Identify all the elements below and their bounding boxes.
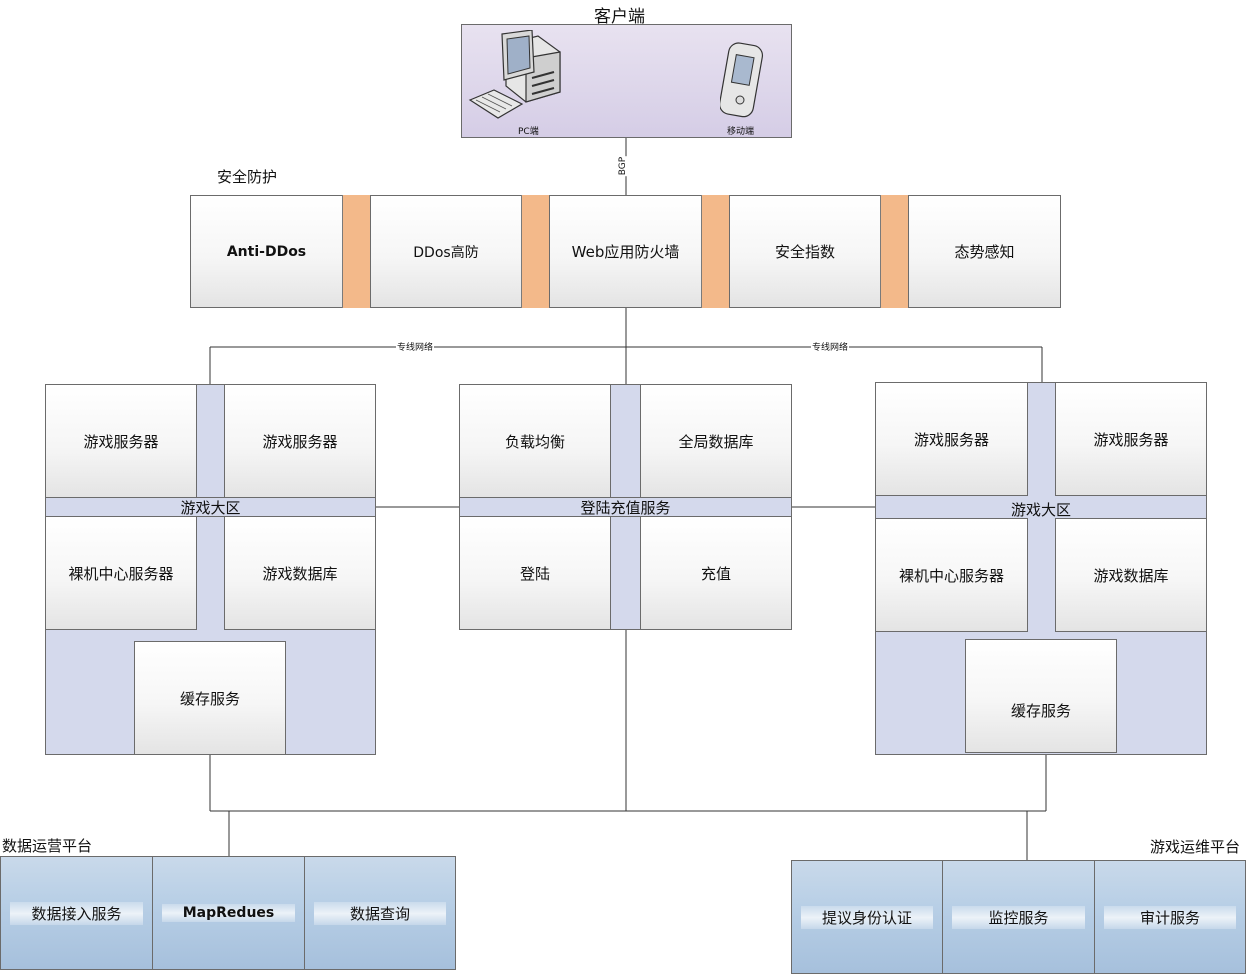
right-game-server-1: 游戏服务器 [875,382,1028,496]
identity-auth-service-label: 提议身份认证 [801,905,933,929]
data-ingest-service-label: 数据接入服务 [10,901,143,925]
security-separator [521,195,550,308]
security-waf: Web应用防火墙 [549,195,702,308]
client-title: 客户端 [594,7,645,27]
mapreduce-service: MapRedues [152,856,305,970]
mobile-phone-icon [720,42,764,118]
pc-label: PC端 [518,127,539,137]
login-service: 登陆 [459,516,611,630]
left-zone-title: 游戏大区 [45,497,376,517]
right-game-server-2: 游戏服务器 [1055,382,1207,496]
recharge-service: 充值 [640,516,792,630]
left-bare-metal-server: 裸机中心服务器 [45,516,197,630]
right-bare-metal-server: 裸机中心服务器 [875,518,1028,632]
security-separator [342,195,371,308]
left-game-database: 游戏数据库 [224,516,376,630]
global-database: 全局数据库 [640,384,792,498]
monitoring-service: 监控服务 [942,860,1095,974]
data-platform-title: 数据运营平台 [2,837,93,855]
audit-service-label: 审计服务 [1104,905,1236,929]
right-zone-title: 游戏大区 [1010,500,1071,519]
right-game-database: 游戏数据库 [1055,518,1207,632]
security-separator [880,195,909,308]
data-ingest-service: 数据接入服务 [0,856,153,970]
bgp-label: BGP [618,155,629,177]
data-query-service: 数据查询 [304,856,456,970]
leased-line-label-right: 专线网络 [811,340,850,353]
security-situation-awareness: 态势感知 [908,195,1061,308]
mobile-label: 移动端 [727,127,755,137]
left-game-server-1: 游戏服务器 [45,384,197,498]
security-anti-ddos: Anti-DDos [190,195,343,308]
left-game-server-2: 游戏服务器 [224,384,376,498]
security-ddos-protection: DDos高防 [370,195,522,308]
identity-auth-service: 提议身份认证 [791,860,943,974]
left-cache-service: 缓存服务 [134,641,286,755]
data-query-service-label: 数据查询 [314,901,446,925]
right-cache-service: 缓存服务 [965,639,1117,753]
load-balancer: 负载均衡 [459,384,611,498]
center-zone-title: 登陆充值服务 [459,497,792,517]
monitoring-service-label: 监控服务 [952,905,1085,929]
security-index: 安全指数 [729,195,881,308]
ops-platform-title: 游戏运维平台 [1150,838,1241,856]
desktop-computer-icon [468,30,561,119]
leased-line-label-left: 专线网络 [396,340,435,353]
security-separator [701,195,730,308]
security-title: 安全防护 [217,168,278,186]
mapreduce-service-label: MapRedues [162,904,295,922]
audit-service: 审计服务 [1094,860,1246,974]
